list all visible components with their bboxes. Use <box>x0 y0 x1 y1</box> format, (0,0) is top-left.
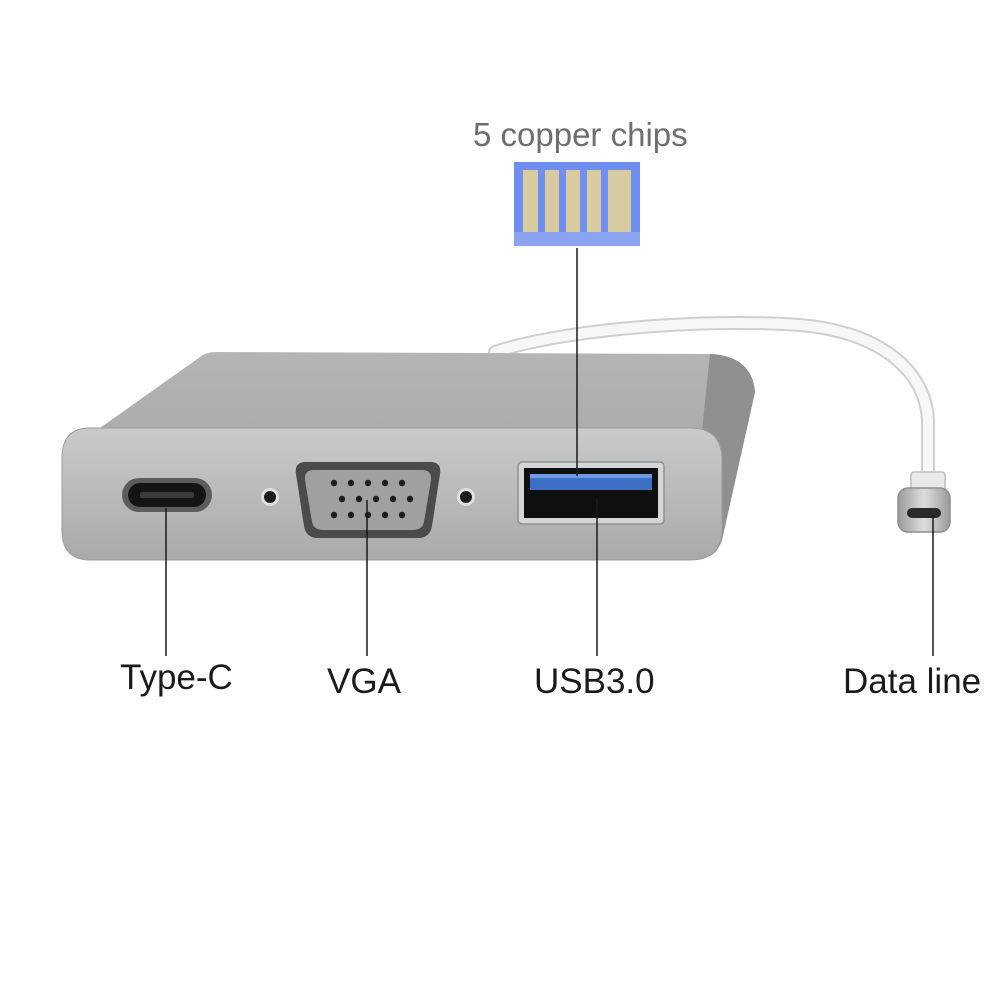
usb-contacts-icon <box>514 162 640 246</box>
leader-lines <box>165 248 934 656</box>
type-c-plug-icon <box>897 471 951 533</box>
type-c-label: Type-C <box>120 658 233 697</box>
usb3-label: USB3.0 <box>534 662 655 701</box>
vga-label: VGA <box>327 662 401 701</box>
data-cable <box>488 316 935 485</box>
usb-a-port-icon <box>517 461 665 525</box>
type-c-port-icon <box>122 478 212 512</box>
copper-chips-label: 5 copper chips <box>473 116 688 153</box>
vga-port-icon <box>261 462 475 538</box>
data-line-label: Data line <box>843 662 982 701</box>
